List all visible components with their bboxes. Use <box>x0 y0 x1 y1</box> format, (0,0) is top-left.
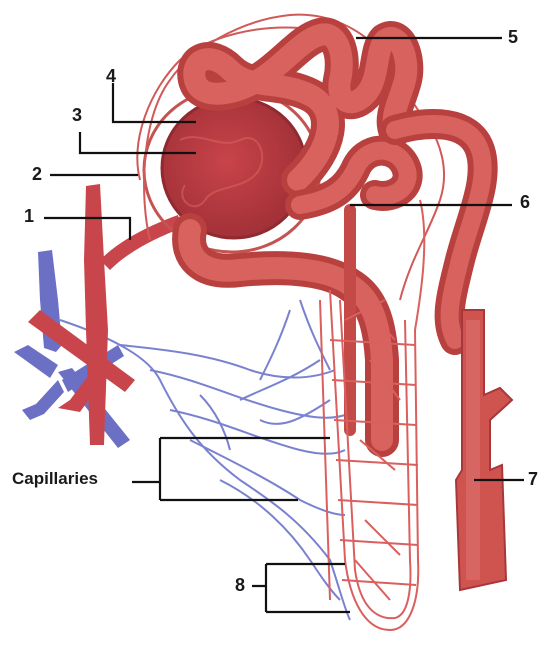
leader-capillaries <box>132 438 330 500</box>
leader-8 <box>252 564 350 612</box>
label-4: 4 <box>106 67 116 85</box>
collecting-duct <box>456 310 512 590</box>
label-6: 6 <box>520 193 530 211</box>
label-1: 1 <box>24 207 34 225</box>
label-5: 5 <box>508 28 518 46</box>
label-3: 3 <box>72 106 82 124</box>
label-7: 7 <box>528 470 538 488</box>
label-8: 8 <box>235 576 245 594</box>
label-2: 2 <box>32 165 42 183</box>
label-capillaries: Capillaries <box>12 470 98 487</box>
